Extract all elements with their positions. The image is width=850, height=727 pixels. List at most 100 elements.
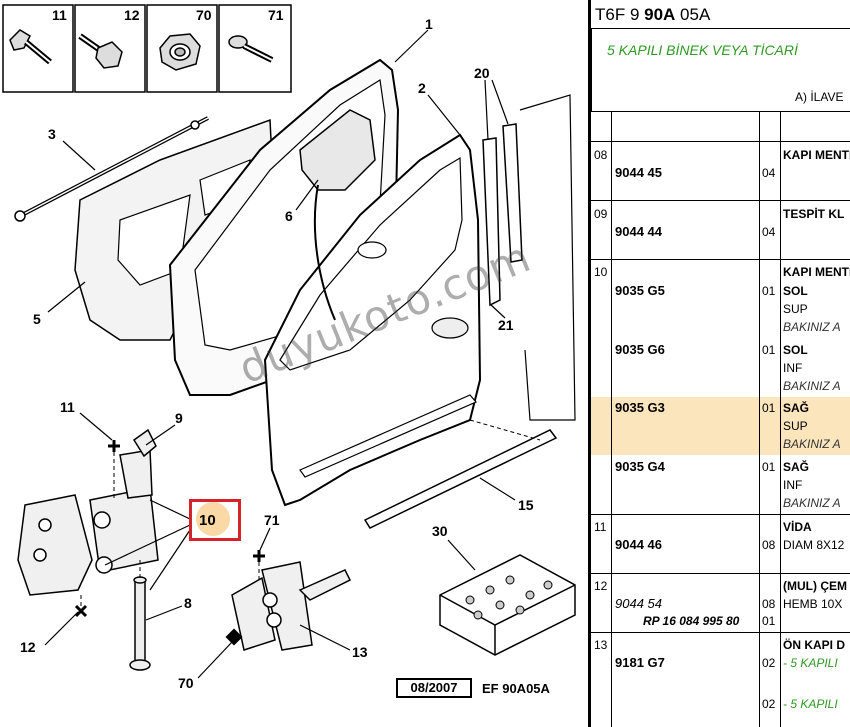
part-variant: - 5 KAPILI [783, 656, 838, 670]
thumb-box-70 [146, 4, 218, 93]
nut-icon [159, 33, 201, 71]
row-group: 09 [594, 207, 608, 221]
selected-row-highlight [591, 397, 850, 455]
row-divider [591, 200, 850, 201]
thumb-label-70: 70 [196, 7, 212, 23]
vehicle-variant: 5 KAPILI BİNEK VEYA TİCARİ [607, 42, 798, 58]
part-qty: 04 [762, 166, 776, 180]
catalog-code: T6F 9 90A 05A [595, 5, 710, 25]
part-ref[interactable]: 9181 G7 [615, 655, 665, 670]
highlight-marker [196, 502, 230, 536]
part-qty: 02 [762, 656, 776, 670]
col-divider [611, 112, 612, 727]
part-ref[interactable]: 9044 54 [615, 596, 662, 611]
part-position: SUP [783, 419, 808, 433]
part-ref[interactable]: 9035 G6 [615, 342, 665, 357]
callout-6[interactable]: 6 [285, 208, 293, 224]
catalog-code-prefix: T6F 9 [595, 5, 645, 24]
part-ref[interactable]: 9044 46 [615, 537, 662, 552]
part-desc-detail: HEMB 10X [783, 597, 843, 611]
hex-bolt-icon [78, 33, 123, 69]
parts-table-panel: T6F 9 90A 05A 5 KAPILI BİNEK VEYA TİCARİ… [591, 0, 850, 727]
part-desc: KAPI MENTE [783, 265, 850, 279]
row-divider [591, 573, 850, 574]
row-divider [591, 514, 850, 515]
part-position: INF [783, 478, 803, 492]
callout-9[interactable]: 9 [175, 410, 183, 426]
part-qty: 04 [762, 225, 776, 239]
exploded-diagram: 11 12 70 71 1 2 3 5 6 8 9 11 12 13 15 20… [2, 4, 576, 698]
col-divider [759, 112, 760, 727]
diagram-drawing [2, 4, 576, 679]
part-see: BAKINIZ A [783, 496, 841, 510]
part-ref[interactable]: 9044 44 [615, 224, 662, 239]
part-qty: 01 [762, 460, 776, 474]
part-desc: VİDA [783, 520, 812, 534]
catalog-code-suffix: 05A [675, 5, 711, 24]
callout-8[interactable]: 8 [184, 595, 192, 611]
part-side: SAĞ [783, 401, 810, 415]
part-desc: (MUL) ÇEM [783, 579, 847, 593]
thumb-label-11: 11 [52, 7, 67, 23]
row-divider [591, 141, 850, 142]
callout-10[interactable]: 10 [199, 512, 216, 529]
part-ref[interactable]: 9035 G4 [615, 459, 665, 474]
callout-11[interactable]: 11 [60, 399, 75, 415]
part-desc: KAPI MENTE [783, 148, 850, 162]
part-qty: 08 [762, 538, 776, 552]
replacement-qty: 01 [762, 614, 776, 628]
callout-21[interactable]: 21 [498, 317, 514, 333]
part-position: INF [783, 361, 803, 375]
row-group: 10 [594, 265, 608, 279]
row-group: 12 [594, 579, 608, 593]
diagram-date: 08/2007 [396, 678, 472, 698]
part-desc: TESPİT KL [783, 207, 845, 221]
part-see: BAKINIZ A [783, 437, 841, 451]
part-qty: 02 [762, 697, 776, 711]
part-ref[interactable]: 9035 G5 [615, 283, 665, 298]
callout-12[interactable]: 12 [20, 639, 36, 655]
callout-71[interactable]: 71 [264, 512, 280, 528]
replacement-ref[interactable]: RP 16 084 995 80 [643, 614, 740, 628]
callout-3[interactable]: 3 [48, 126, 56, 142]
callout-20[interactable]: 20 [474, 65, 490, 81]
thumb-label-12: 12 [124, 7, 140, 23]
part-qty: 08 [762, 597, 776, 611]
part-see: BAKINIZ A [783, 379, 841, 393]
part-side: SOL [783, 343, 808, 357]
part-desc: ÖN KAPI D [783, 638, 846, 652]
part-qty: 01 [762, 343, 776, 357]
part-ref[interactable]: 9044 45 [615, 165, 662, 180]
title-box [591, 28, 850, 112]
row-divider [591, 259, 850, 260]
thumb-label-71: 71 [268, 7, 284, 23]
callout-15[interactable]: 15 [518, 497, 534, 513]
screw-icon [228, 35, 274, 63]
part-qty: 01 [762, 284, 776, 298]
callout-2[interactable]: 2 [418, 80, 426, 96]
col-divider [780, 112, 781, 727]
catalog-code-main: 90A [644, 5, 676, 24]
callout-1[interactable]: 1 [425, 16, 433, 32]
part-side: SAĞ [783, 460, 810, 474]
thumb-box-12 [74, 4, 146, 93]
part-position: SUP [783, 302, 808, 316]
highlight-frame [189, 499, 241, 541]
torx-bolt-icon [9, 29, 52, 65]
callout-70[interactable]: 70 [178, 675, 194, 691]
part-ref-selected[interactable]: 9035 G3 [615, 400, 665, 415]
note-ilave: A) İLAVE [795, 90, 844, 104]
row-group: 13 [594, 638, 608, 652]
callout-30[interactable]: 30 [432, 523, 448, 539]
callout-13[interactable]: 13 [352, 644, 368, 660]
part-see: BAKINIZ A [783, 320, 841, 334]
callout-5[interactable]: 5 [33, 311, 41, 327]
part-side: SOL [783, 284, 808, 298]
diagram-reference: EF 90A05A [482, 681, 550, 696]
part-desc-detail: DIAM 8X12 [783, 538, 845, 552]
row-group: 08 [594, 148, 608, 162]
thumb-box-11 [2, 4, 74, 93]
part-variant: - 5 KAPILI [783, 697, 838, 711]
thumb-box-71 [218, 4, 292, 93]
row-group: 11 [594, 520, 607, 534]
